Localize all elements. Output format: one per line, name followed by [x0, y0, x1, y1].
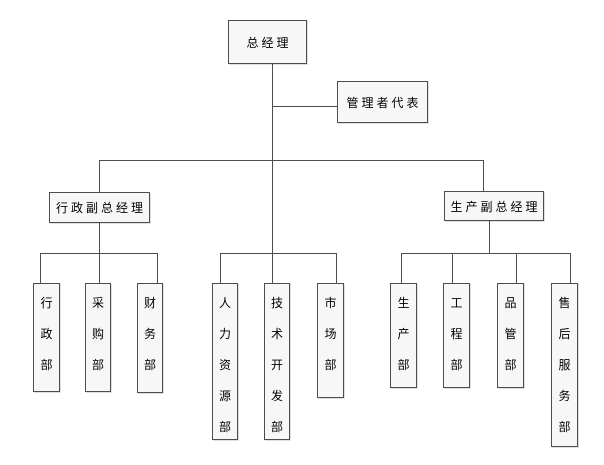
connector-management-rep [272, 106, 337, 107]
admin-vice-gm-box: 行政副总经理 [49, 192, 150, 223]
production-vice-gm-box: 生产副总经理 [444, 191, 544, 221]
connector-production-vp-drop [483, 160, 484, 191]
stub-finance-dept [157, 253, 158, 283]
stub-marketing-dept [336, 253, 337, 283]
after-sales-dept-box: 售 后 服 务 部 [551, 283, 578, 447]
stub-purchasing-dept [99, 253, 100, 283]
tech-dev-dept-box: 技 术 开 发 部 [264, 283, 290, 440]
stub-quality-dept [516, 253, 517, 283]
connector-admin-vp-drop [99, 160, 100, 192]
quality-dept-box: 品 管 部 [497, 283, 524, 388]
connector-level2-horizontal [99, 160, 484, 161]
stub-production-dept [401, 253, 402, 283]
engineering-dept-box: 工 程 部 [443, 283, 470, 388]
finance-dept-box: 财 务 部 [137, 283, 163, 393]
hr-dept-box: 人 力 资 源 部 [212, 283, 238, 440]
stub-engineering-dept [452, 253, 453, 283]
connector-admin-vp-down [99, 222, 100, 254]
stub-admin-dept [40, 253, 41, 283]
management-representative-box: 管理者代表 [337, 81, 428, 123]
stub-hr-dept [220, 253, 221, 283]
connector-production-group-horizontal [401, 253, 571, 254]
purchasing-dept-box: 采 购 部 [85, 283, 111, 392]
connector-production-vp-down [489, 220, 490, 254]
admin-dept-box: 行 政 部 [33, 283, 60, 392]
connector-gm-vertical [272, 63, 273, 284]
connector-direct-group-horizontal [220, 253, 337, 254]
general-manager-box: 总经理 [228, 20, 307, 64]
production-dept-box: 生 产 部 [390, 283, 417, 388]
marketing-dept-box: 市 场 部 [317, 283, 344, 398]
stub-after-sales-dept [570, 253, 571, 283]
